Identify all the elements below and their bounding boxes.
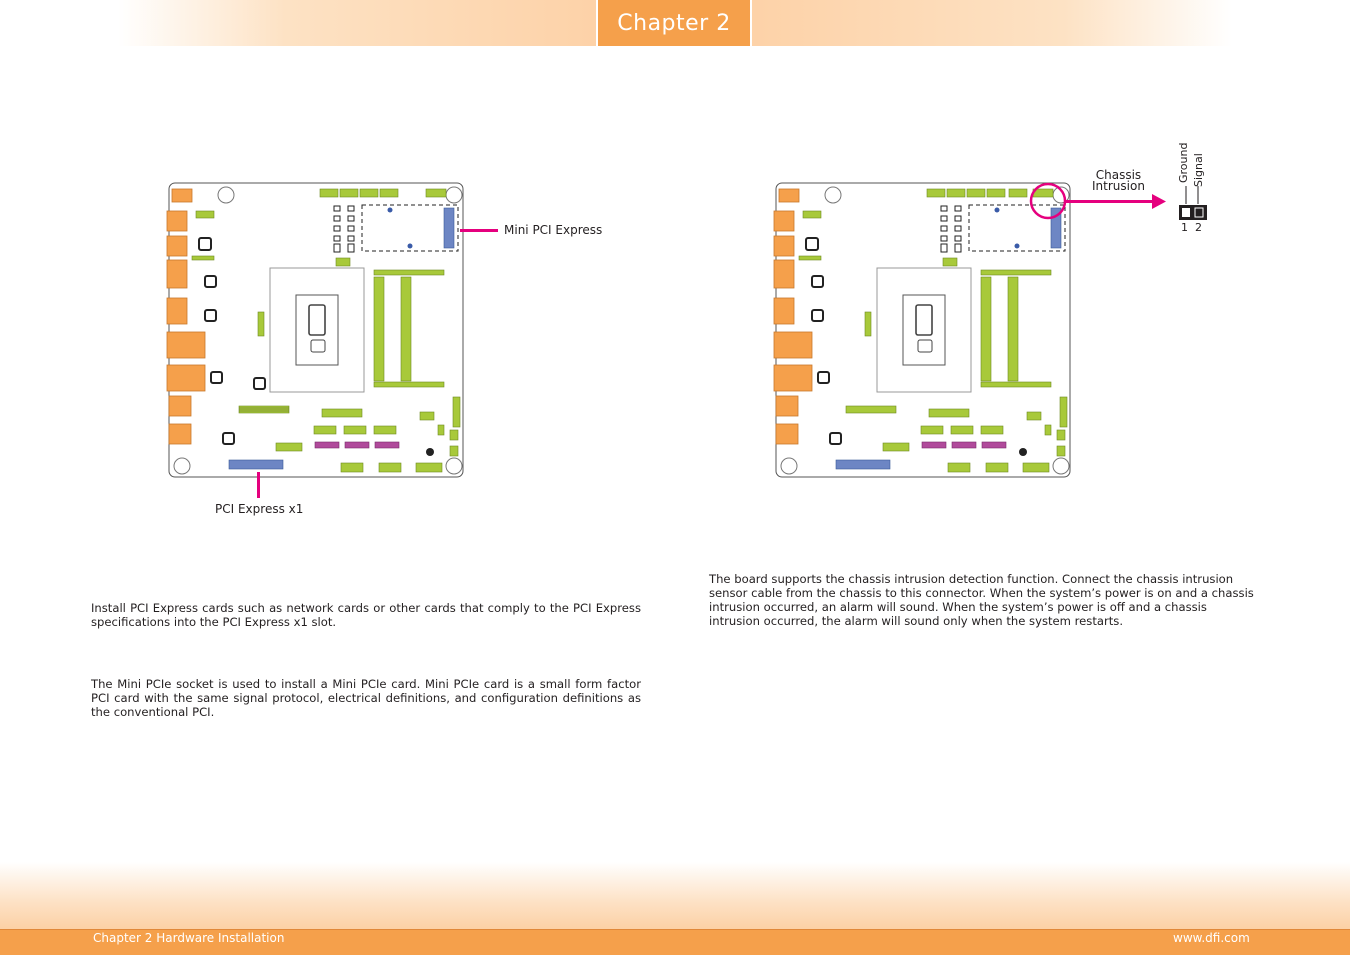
chassis-callout-arrow-icon [1152, 194, 1166, 209]
chapter-tab: Chapter 2 [598, 0, 750, 46]
pin-number-2: 2 [1195, 221, 1202, 234]
pcie-x1-callout-label: PCI Express x1 [215, 502, 304, 516]
pin-number-1: 1 [1181, 221, 1188, 234]
footer-website-link[interactable]: www.dfi.com [1173, 931, 1250, 945]
chassis-callout-label: Chassis Intrusion [1092, 168, 1145, 193]
chassis-intrusion-description: The board supports the chassis intrusion… [709, 572, 1254, 628]
pcie-x1-callout-line [257, 472, 260, 498]
chassis-pin-header-detail [1179, 186, 1207, 220]
pin-label-ground: Ground [1177, 142, 1190, 183]
motherboard-diagram-pcie [166, 182, 464, 478]
mini-pcie-description: The Mini PCIe socket is used to install … [91, 677, 641, 719]
footer-chapter-title: Chapter 2 Hardware Installation [93, 931, 285, 945]
mini-pcie-callout-line [460, 229, 498, 232]
footer-bar [0, 929, 1350, 955]
pcie-description: Install PCI Express cards such as networ… [91, 601, 641, 629]
motherboard-diagram-chassis [773, 182, 1071, 478]
footer-gradient [0, 862, 1350, 930]
chassis-callout-line [1066, 200, 1156, 203]
pin-label-signal: Signal [1192, 153, 1205, 187]
header-band-left [118, 0, 596, 46]
header-band-right [752, 0, 1232, 46]
mini-pcie-callout-label: Mini PCI Express [504, 223, 603, 237]
